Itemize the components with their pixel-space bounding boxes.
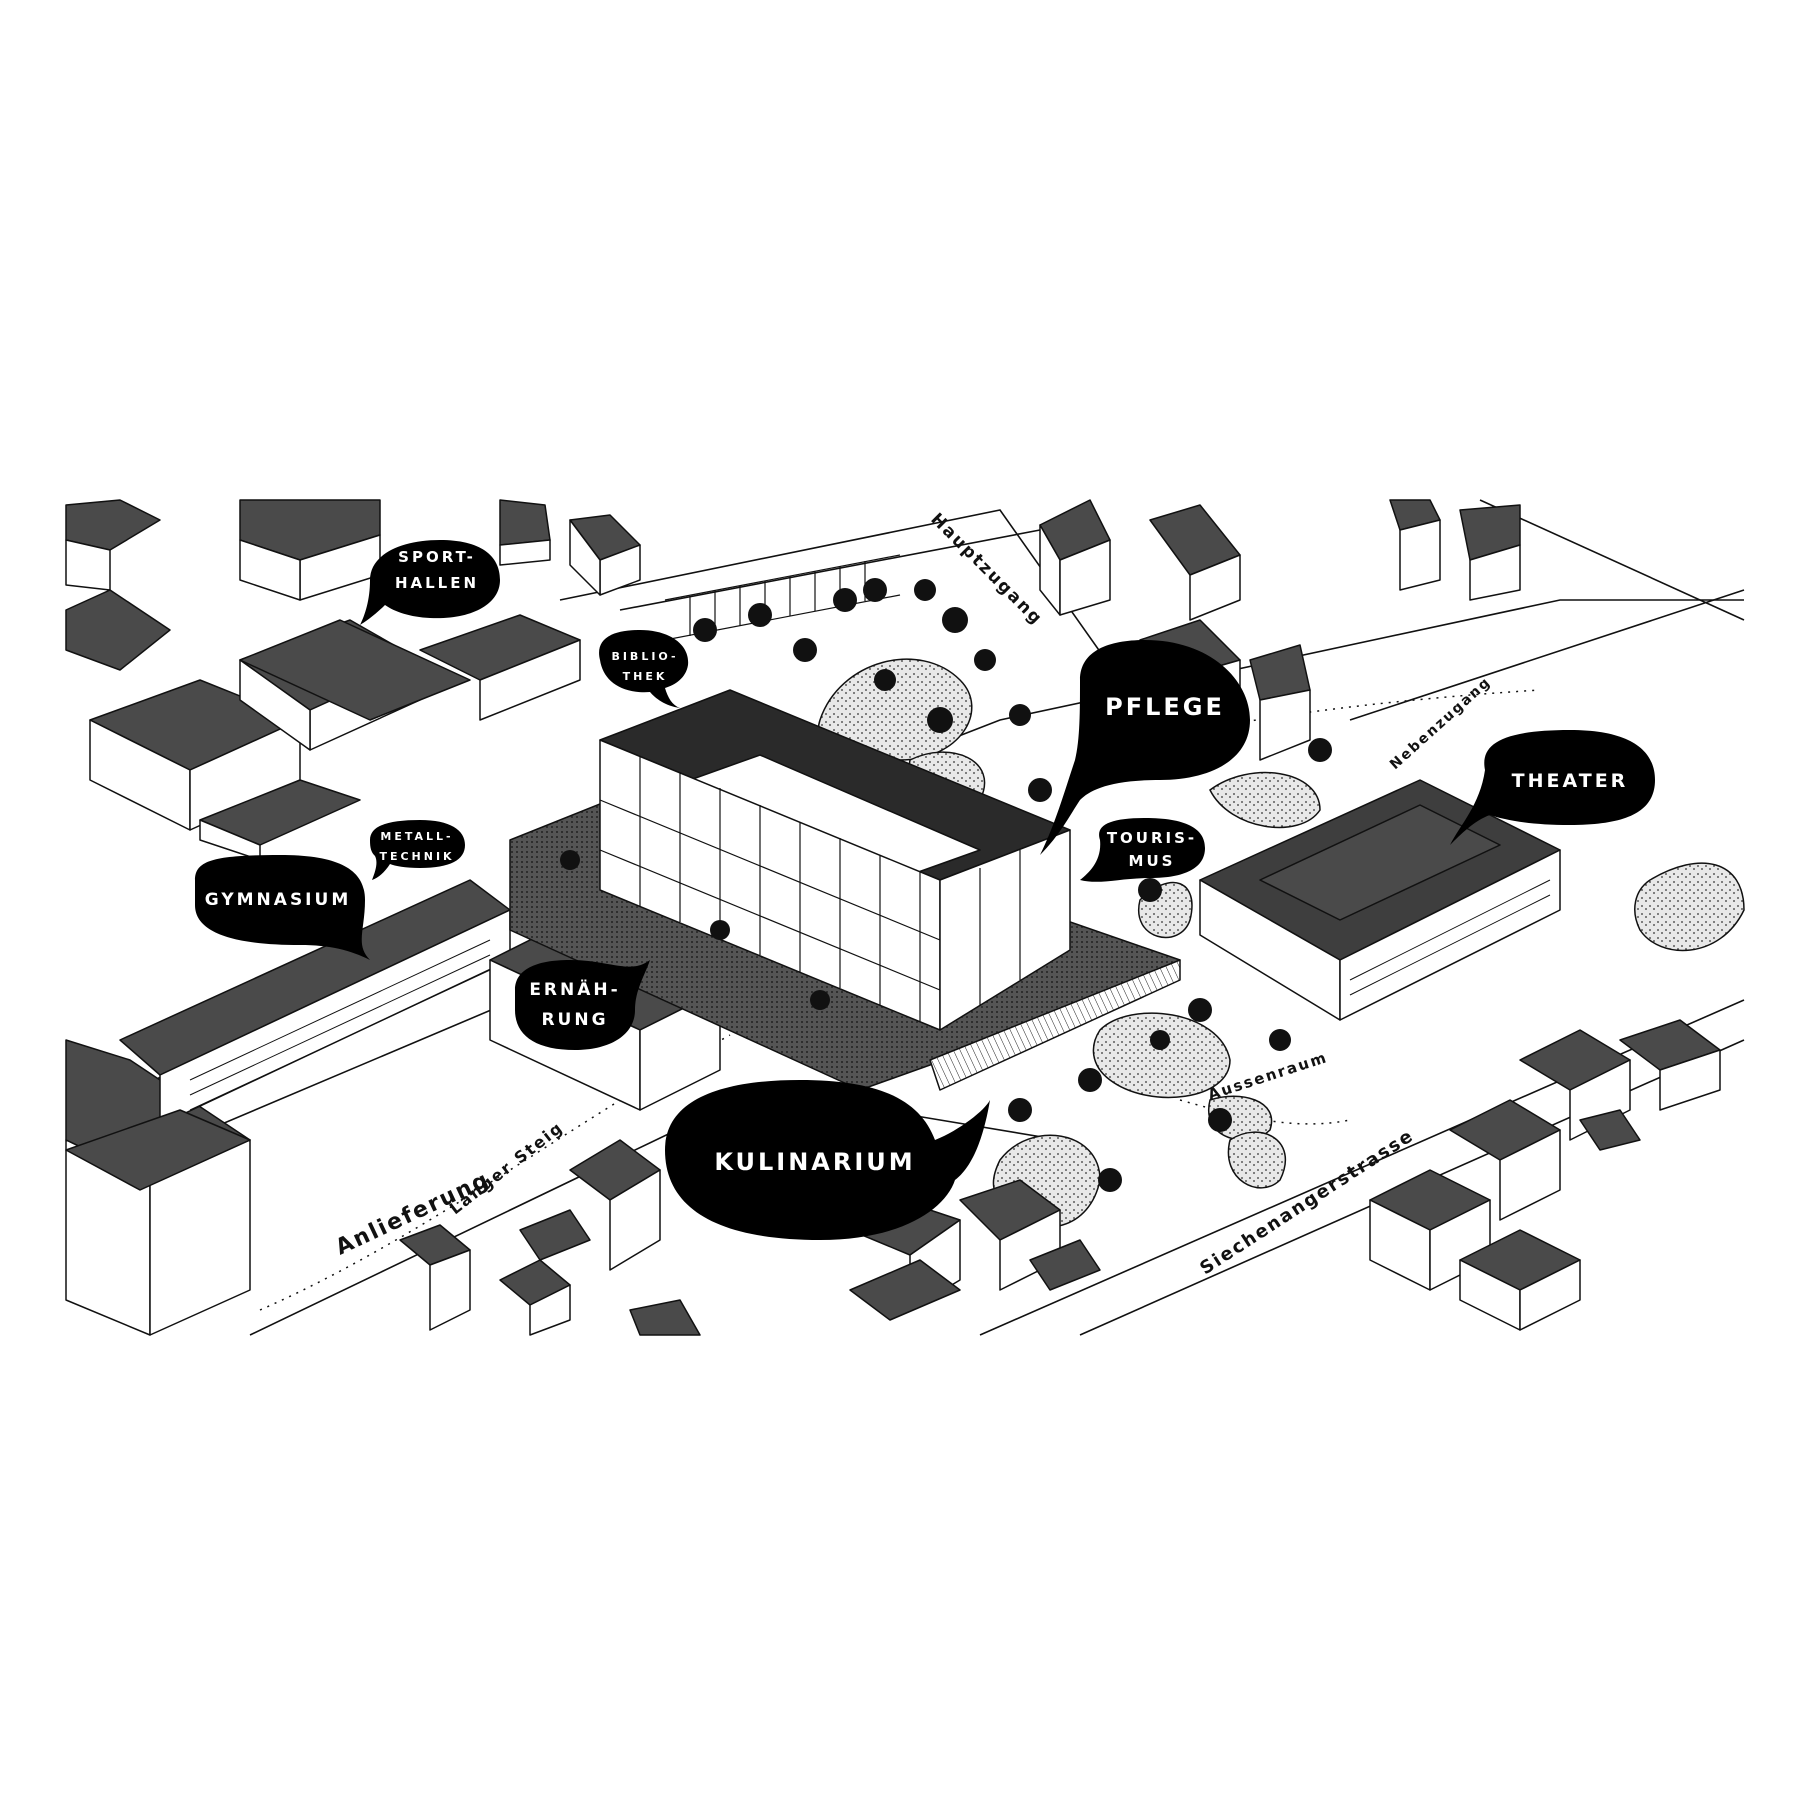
callout-theater: THEATER — [1450, 730, 1655, 845]
theater-label: THEATER — [1512, 770, 1629, 792]
trees — [560, 578, 1332, 1192]
callout-gymnasium: GYMNASIUM — [195, 855, 370, 960]
callout-ernaehrung: ERNÄH- RUNG — [515, 960, 650, 1050]
ernaehrung-label-line1: ERNÄH- — [529, 978, 620, 1000]
callout-kulinarium: KULINARIUM — [665, 1080, 990, 1240]
bibliothek-label-line1: BIBLIO- — [611, 650, 678, 663]
callout-pflege: PFLEGE — [1040, 640, 1250, 855]
metalltechnik-label-line2: TECHNIK — [379, 850, 454, 863]
pflege-label: PFLEGE — [1105, 693, 1225, 721]
ernaehrung-label-line2: RUNG — [541, 1010, 608, 1030]
bibliothek-label-line2: THEK — [623, 670, 668, 683]
callout-metalltechnik: METALL- TECHNIK — [370, 820, 465, 880]
large-buildings — [65, 619, 1561, 1191]
sporthallen-label-line1: SPORT- — [398, 548, 476, 566]
sporthallen-label-line2: HALLEN — [395, 574, 479, 592]
callout-bibliothek: BIBLIO- THEK — [599, 630, 689, 708]
tourismus-label-line2: MUS — [1129, 852, 1176, 870]
tourismus-label-line1: TOURIS- — [1107, 829, 1197, 847]
gymnasium-label: GYMNASIUM — [205, 890, 351, 910]
callout-tourismus: TOURIS- MUS — [1080, 818, 1205, 882]
kulinarium-label: KULINARIUM — [714, 1148, 915, 1176]
metalltechnik-label-line1: METALL- — [380, 830, 453, 843]
callout-sporthallen: SPORT- HALLEN — [360, 540, 500, 625]
main-building — [509, 689, 1181, 1091]
